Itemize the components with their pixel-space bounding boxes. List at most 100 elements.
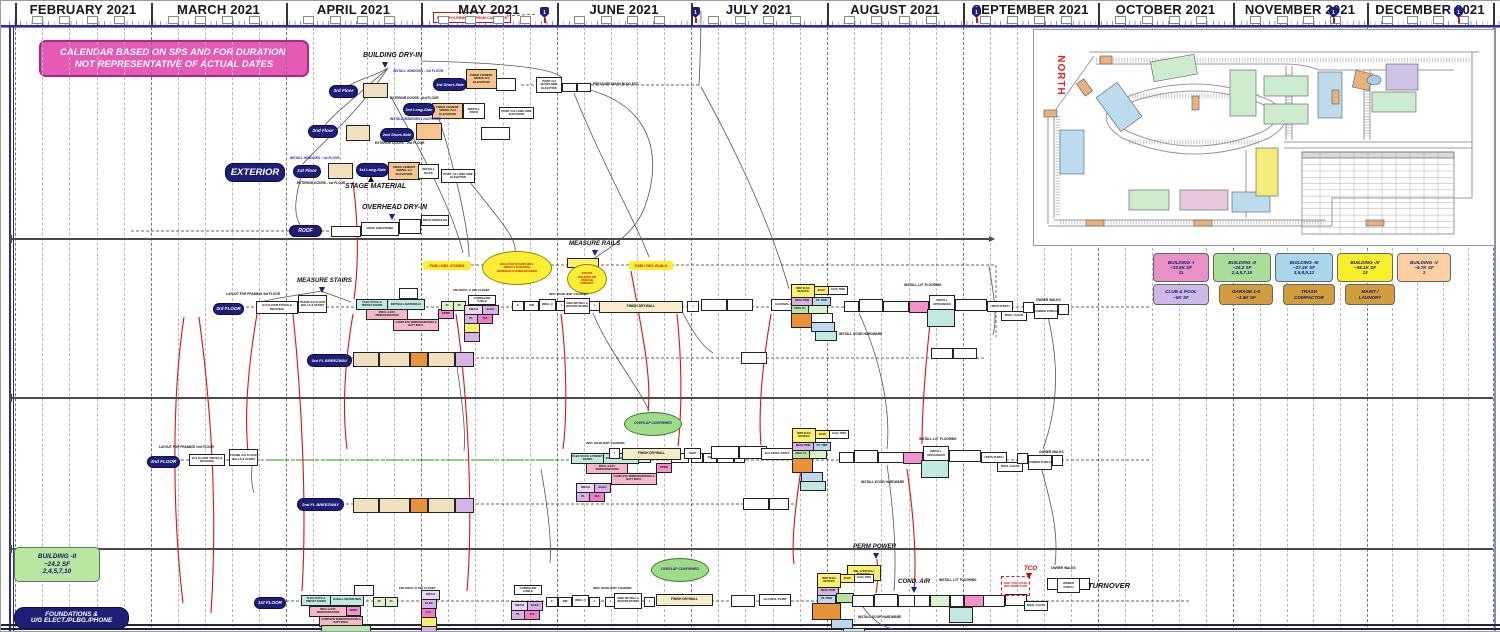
site-garage — [1099, 55, 1113, 65]
row-label-pill: 2nd FL BREEZWAY — [297, 498, 344, 511]
task-box — [331, 226, 361, 237]
milestone-marker — [592, 250, 598, 256]
week-gridline — [259, 27, 260, 627]
annotation-cloud: OVERLAP CONFIRMED — [624, 412, 682, 436]
task-box: FINAL CLEAN — [1024, 601, 1048, 611]
week-gridline — [1467, 27, 1469, 627]
site-road — [1331, 197, 1472, 226]
daily-tick-ruler — [9, 21, 1500, 26]
task-box: IN-WALL WATERLINES — [330, 595, 364, 606]
row-label-pill: 3rd Short-Side — [433, 78, 467, 91]
task-box — [930, 595, 950, 607]
week-gridline — [718, 27, 720, 627]
section-divider-line — [9, 397, 1493, 399]
row-label-pill: 2nd Short-Side — [380, 128, 414, 142]
week-gridline — [583, 27, 585, 627]
site-building — [1263, 103, 1309, 125]
week-gridline — [1206, 27, 1207, 627]
task-box: F — [546, 597, 558, 607]
annotation-label: INSTALL WINDOWS - 3rd FLOOR — [393, 69, 443, 73]
annotation-label: INSTALL DOOR HARDWARE — [858, 615, 902, 619]
site-building — [1059, 129, 1085, 175]
task-box — [953, 348, 977, 359]
connector — [246, 313, 258, 453]
task-box: F — [512, 301, 524, 311]
task-box: INSTALL ROCK — [463, 103, 485, 119]
site-garage — [1085, 219, 1105, 227]
task-box — [353, 352, 379, 367]
task-box — [843, 628, 865, 631]
task-box — [727, 299, 753, 311]
section-divider-cap — [9, 394, 12, 402]
date-box — [844, 16, 856, 24]
connector — [759, 313, 772, 446]
task-box: ELEC — [840, 574, 855, 583]
annotation-label: INSTALL DOOR HARDWARE — [839, 332, 883, 336]
week-gridline — [1313, 27, 1315, 627]
week-gridline — [313, 27, 314, 627]
week-gridline — [1442, 27, 1444, 627]
task-box — [921, 460, 949, 478]
task-box — [1058, 304, 1069, 315]
month-gridline — [557, 27, 558, 627]
holiday-pin-stem — [1333, 18, 1335, 23]
task-box — [428, 498, 455, 513]
date-box — [519, 16, 531, 24]
legend-item: MAINT /LAUNDRY — [1345, 284, 1395, 305]
task-box: PL — [576, 492, 590, 502]
milestone-marker — [319, 287, 325, 293]
week-gridline — [610, 27, 612, 627]
task-box — [731, 595, 755, 607]
row-label-pill: 3rd FL BREEZWAY — [307, 354, 352, 367]
annotation-label: INST. RESILIENT CHANNEL — [549, 292, 589, 296]
task-box — [883, 301, 909, 312]
task-box: SW — [524, 301, 539, 311]
task-box — [815, 331, 837, 341]
date-box — [708, 16, 720, 24]
bottom-line-1 — [1, 624, 1500, 626]
annotation-label: INSTALL WINDOWS - 2nd FLOOR — [390, 117, 441, 121]
task-box: FINAL PUNCH BLDG DEPT INSPECTIONS — [1001, 576, 1030, 596]
task-box — [416, 123, 442, 140]
site-building — [1231, 191, 1271, 213]
legend-item: CLUB & POOL~5K SF — [1153, 284, 1209, 305]
week-gridline — [854, 27, 856, 627]
task-box: INSTALL APPLIANCES — [929, 295, 955, 310]
date-box — [654, 16, 666, 24]
week-gridline — [232, 27, 233, 627]
task-box: FL — [385, 597, 398, 607]
section-divider-line — [9, 548, 1493, 550]
annotation-label: LAYOUT FOR FRAMING 3rd FLOOR — [226, 292, 281, 296]
task-box — [800, 481, 826, 491]
calendar-disclaimer-note: CALENDAR BASED ON SPS AND FOR DURATION. … — [39, 40, 309, 77]
site-building — [1385, 63, 1419, 91]
date-box — [195, 16, 206, 24]
week-gridline — [637, 27, 639, 627]
task-box: SPRK — [346, 606, 361, 616]
site-garage — [1331, 89, 1340, 105]
task-box: FINISH DRYWALL — [599, 301, 683, 313]
task-box — [353, 498, 379, 513]
annotation-label: EXTERIOR DOORS - 1st FLOOR — [297, 181, 346, 185]
task-box — [831, 619, 853, 629]
task-box — [878, 452, 904, 463]
annotation-label: INSTALL WINDOWS - 1st FLOOR — [290, 156, 340, 160]
date-box — [925, 16, 937, 24]
week-gridline — [881, 27, 883, 627]
task-box: I — [644, 597, 655, 607]
month-label: JULY 2021 — [725, 2, 793, 17]
connector — [420, 60, 562, 78]
date-box — [1115, 16, 1126, 24]
section-divider-cap — [9, 545, 12, 553]
task-box: ELEC — [815, 430, 830, 439]
week-gridline — [502, 27, 504, 627]
milestone-marker — [911, 587, 917, 593]
date-box — [871, 16, 883, 24]
row-label-pill: 1st Floor — [293, 165, 321, 178]
week-gridline — [529, 27, 531, 627]
connector — [630, 270, 650, 412]
task-box — [379, 352, 410, 367]
